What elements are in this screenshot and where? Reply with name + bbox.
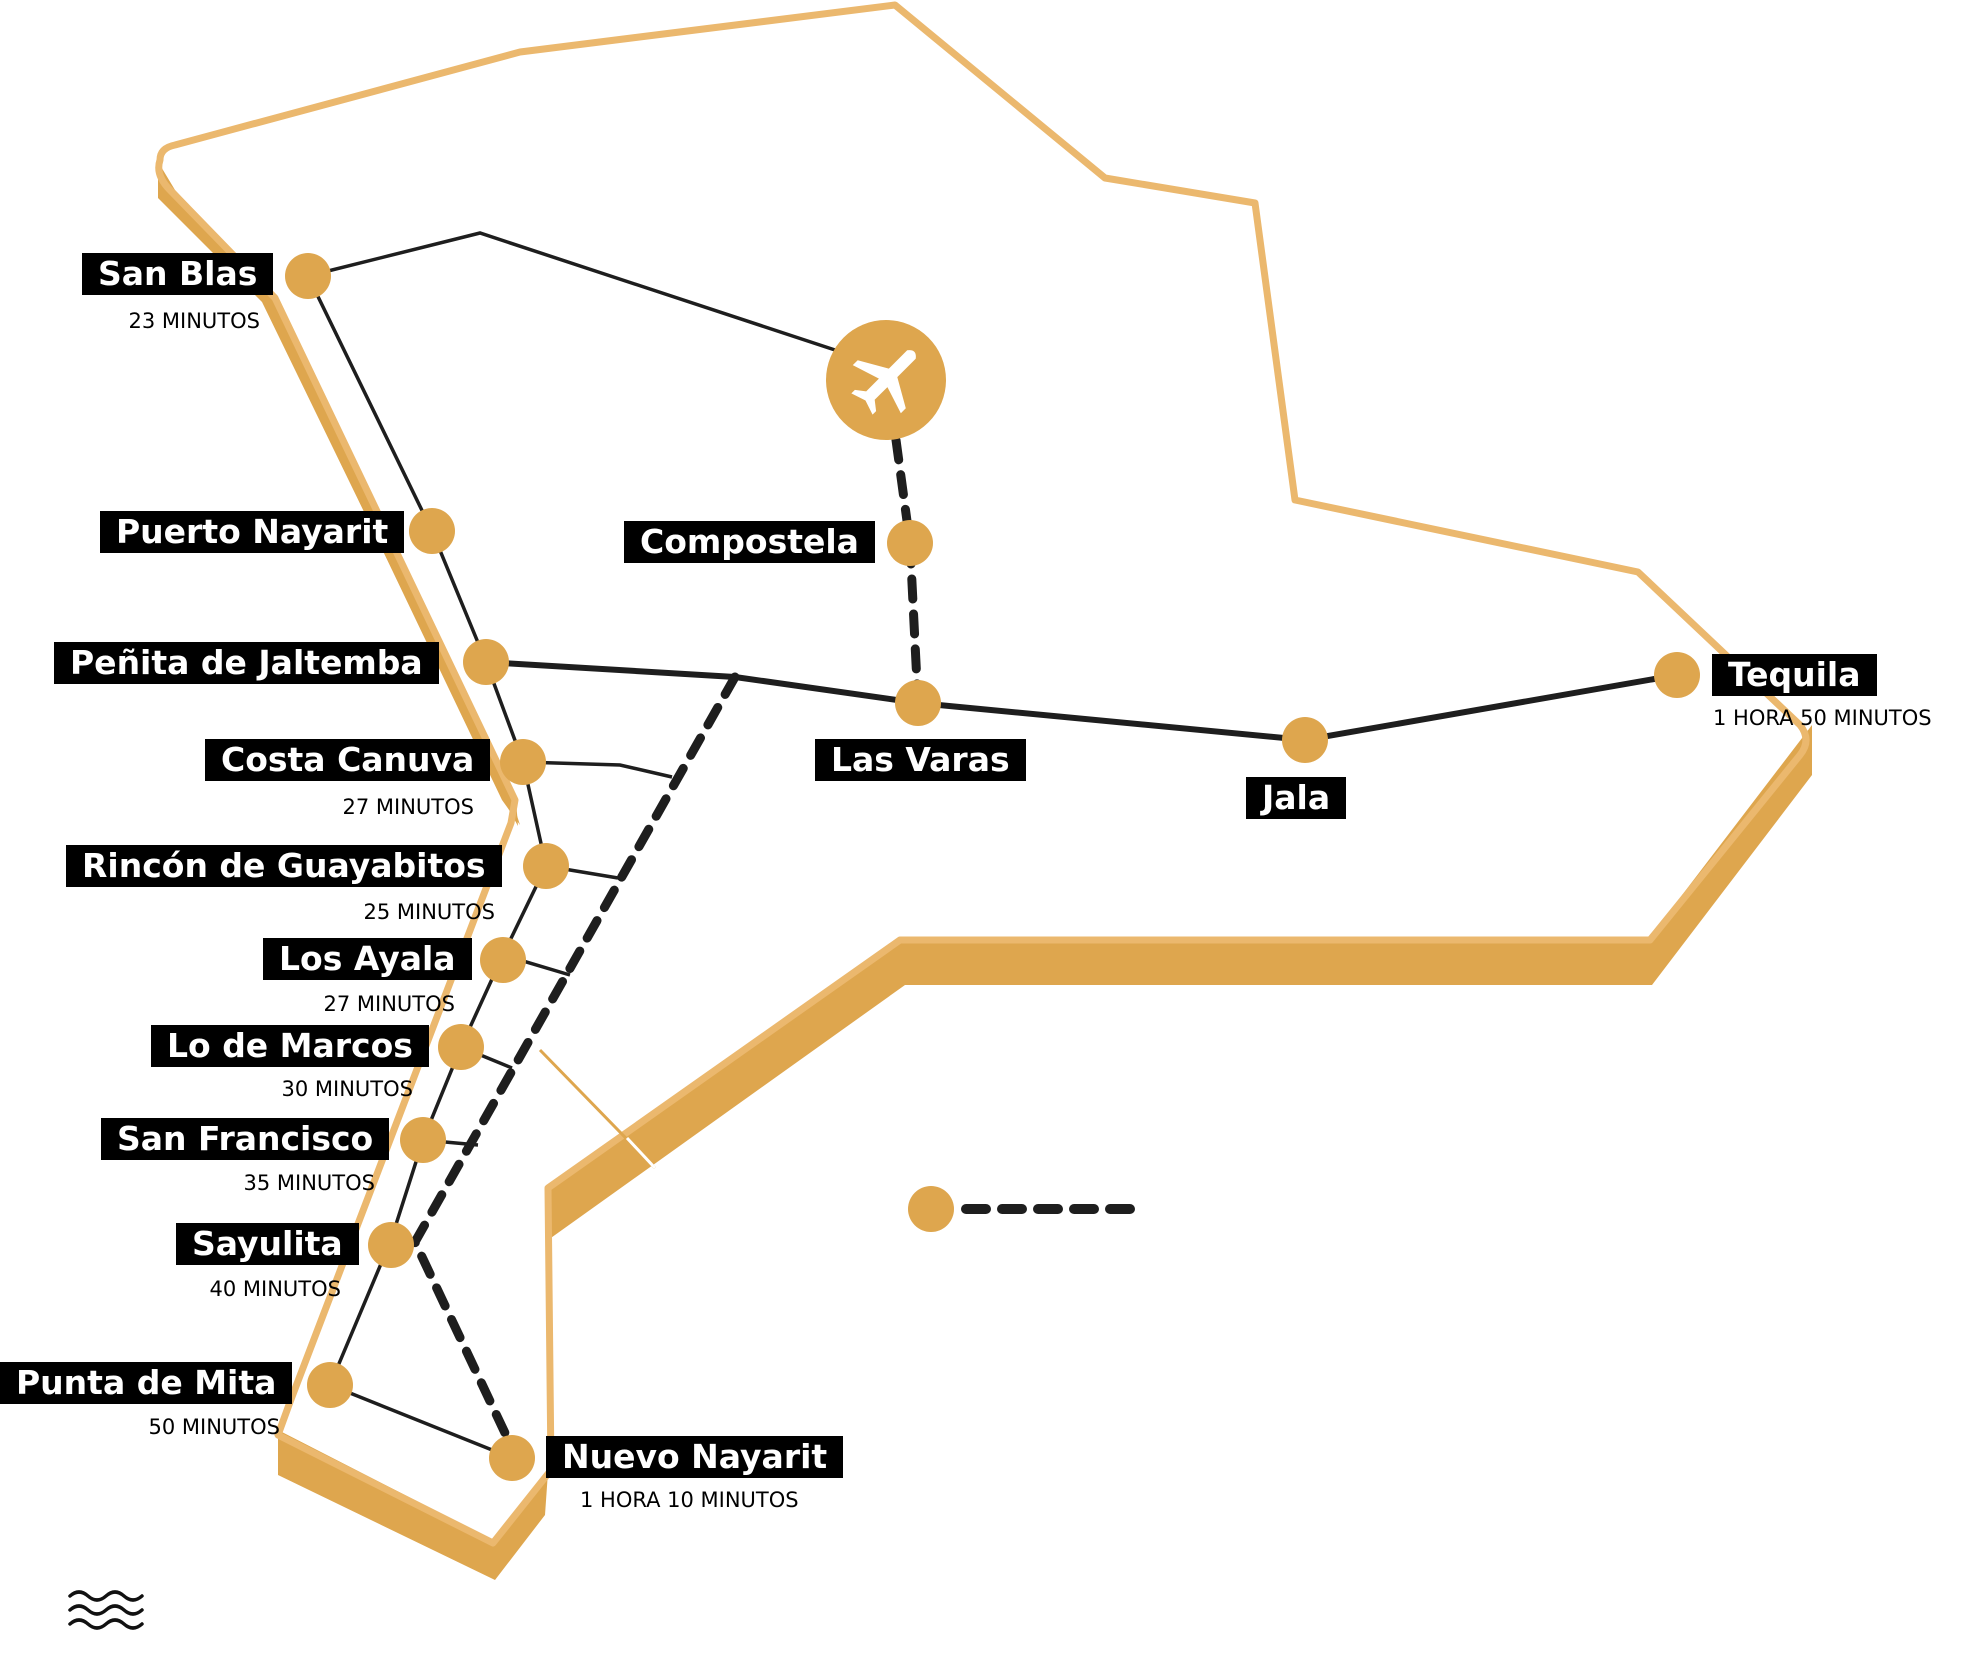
waves-icon — [68, 1590, 144, 1630]
coast-band-bay — [548, 725, 1812, 1240]
time-san-blas: 23 MINUTOS — [128, 309, 260, 333]
label-lo-de-marcos: Lo de Marcos — [151, 1025, 429, 1067]
time-guayabitos: 25 MINUTOS — [363, 900, 495, 924]
region-outline — [155, 1, 1810, 1547]
dot-costa-canuva — [500, 739, 546, 785]
route-canuva-branch — [522, 760, 673, 779]
dot-jala — [1282, 717, 1328, 763]
dot-puerto-nayarit — [409, 508, 455, 554]
dot-tequila — [1654, 652, 1700, 698]
dot-guayabitos — [523, 843, 569, 889]
time-san-francisco: 35 MINUTOS — [243, 1171, 375, 1195]
label-puerto-nayarit: Puerto Nayarit — [100, 511, 405, 553]
label-las-varas: Las Varas — [815, 739, 1026, 781]
dashed-coastal — [409, 672, 740, 1438]
dot-nuevo-nayarit — [489, 1435, 535, 1481]
dot-sayulita — [368, 1222, 414, 1268]
time-tequila: 1 HORA 50 MINUTOS — [1713, 706, 1932, 730]
bay-connector-white — [625, 1136, 657, 1170]
time-los-ayala: 27 MINUTOS — [323, 992, 455, 1016]
label-compostela: Compostela — [624, 521, 875, 563]
label-los-ayala: Los Ayala — [263, 938, 472, 980]
airplane-icon — [826, 320, 946, 440]
dot-los-ayala — [480, 937, 526, 983]
route-main-east — [485, 659, 1678, 744]
label-tequila: Tequila — [1712, 654, 1877, 696]
time-sayulita: 40 MINUTOS — [209, 1277, 341, 1301]
dot-lo-de-marcos — [438, 1024, 484, 1070]
dashed-routes — [409, 435, 923, 1438]
label-punta-de-mita: Punta de Mita — [0, 1362, 293, 1404]
route-sanblas-airport — [307, 231, 836, 352]
dashed-airport-lasvaras — [891, 435, 923, 708]
dot-compostela — [887, 520, 933, 566]
time-costa-canuva: 27 MINUTOS — [342, 795, 474, 819]
dot-punta-de-mita — [307, 1362, 353, 1408]
location-dots — [285, 253, 1700, 1481]
label-san-blas: San Blas — [82, 253, 274, 295]
time-punta-de-mita: 50 MINUTOS — [148, 1415, 280, 1439]
label-sayulita: Sayulita — [176, 1223, 359, 1265]
dot-las-varas — [895, 680, 941, 726]
label-costa-canuva: Costa Canuva — [205, 739, 491, 781]
label-guayabitos: Rincón de Guayabitos — [66, 845, 502, 887]
coast-band-north-main — [158, 165, 518, 826]
dot-san-francisco — [400, 1117, 446, 1163]
time-lo-de-marcos: 30 MINUTOS — [281, 1077, 413, 1101]
label-penita: Peñita de Jaltemba — [54, 642, 439, 684]
dot-penita — [463, 639, 509, 685]
time-nuevo-nayarit: 1 HORA 10 MINUTOS — [580, 1488, 799, 1512]
legend-dashed-road — [908, 1186, 1138, 1232]
dot-san-blas — [285, 253, 331, 299]
route-puntamita-nuevo — [329, 1383, 513, 1460]
label-jala: Jala — [1246, 777, 1347, 819]
label-nuevo-nayarit: Nuevo Nayarit — [546, 1436, 844, 1478]
label-san-francisco: San Francisco — [101, 1118, 390, 1160]
